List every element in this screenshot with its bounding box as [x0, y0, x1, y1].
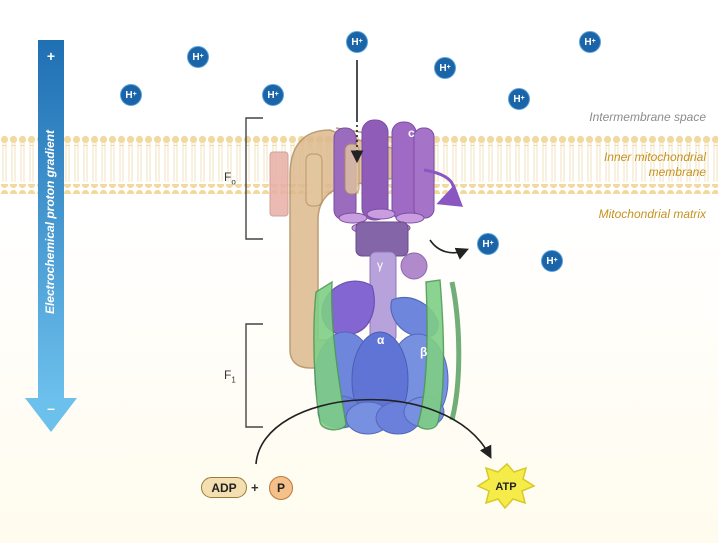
- inner-membrane-label-line2: membrane: [648, 165, 706, 179]
- proton-icon: H+: [541, 250, 563, 272]
- f1-label: F1: [224, 368, 236, 385]
- proton-exit-arrow: [429, 239, 469, 260]
- proton-icon: H+: [508, 88, 530, 110]
- gradient-plus: +: [46, 48, 56, 64]
- proton-gradient-arrow: [25, 40, 77, 432]
- atp-label: ATP: [495, 481, 517, 493]
- beta-subunit-label: β: [420, 345, 428, 359]
- proton-icon: H+: [477, 233, 499, 255]
- proton-icon: H+: [120, 84, 142, 106]
- atp-star: [476, 462, 536, 510]
- phosphate-label: P: [269, 476, 293, 500]
- green-arms: [313, 279, 462, 431]
- inner-membrane-label-line1: Inner mitochondrial: [603, 150, 706, 164]
- gamma-subunit: [355, 221, 428, 343]
- gamma-subunit-label: γ: [377, 258, 383, 272]
- adp-label: ADP: [201, 477, 247, 498]
- c-subunit-label: c: [408, 126, 415, 140]
- a-subunit: [269, 151, 289, 217]
- proton-icon: H+: [346, 31, 368, 53]
- alpha-subunit-label: α: [377, 333, 385, 347]
- atp-synthesis-arrow: [255, 398, 492, 465]
- proton-icon: H+: [262, 84, 284, 106]
- proton-icon: H+: [434, 57, 456, 79]
- fo-bracket: [245, 117, 263, 240]
- reaction-plus: +: [251, 480, 259, 495]
- proton-icon: H+: [187, 46, 209, 68]
- gradient-label: Electrochemical proton gradient: [43, 129, 57, 315]
- rotation-arrow: [423, 168, 464, 207]
- mitochondrial-matrix-label: Mitochondrial matrix: [598, 207, 706, 221]
- intermembrane-space-label: Intermembrane space: [589, 110, 706, 124]
- fo-label: Fo: [224, 170, 236, 187]
- proton-icon: H+: [579, 31, 601, 53]
- gradient-minus: –: [47, 400, 55, 416]
- f1-bracket: [245, 323, 263, 428]
